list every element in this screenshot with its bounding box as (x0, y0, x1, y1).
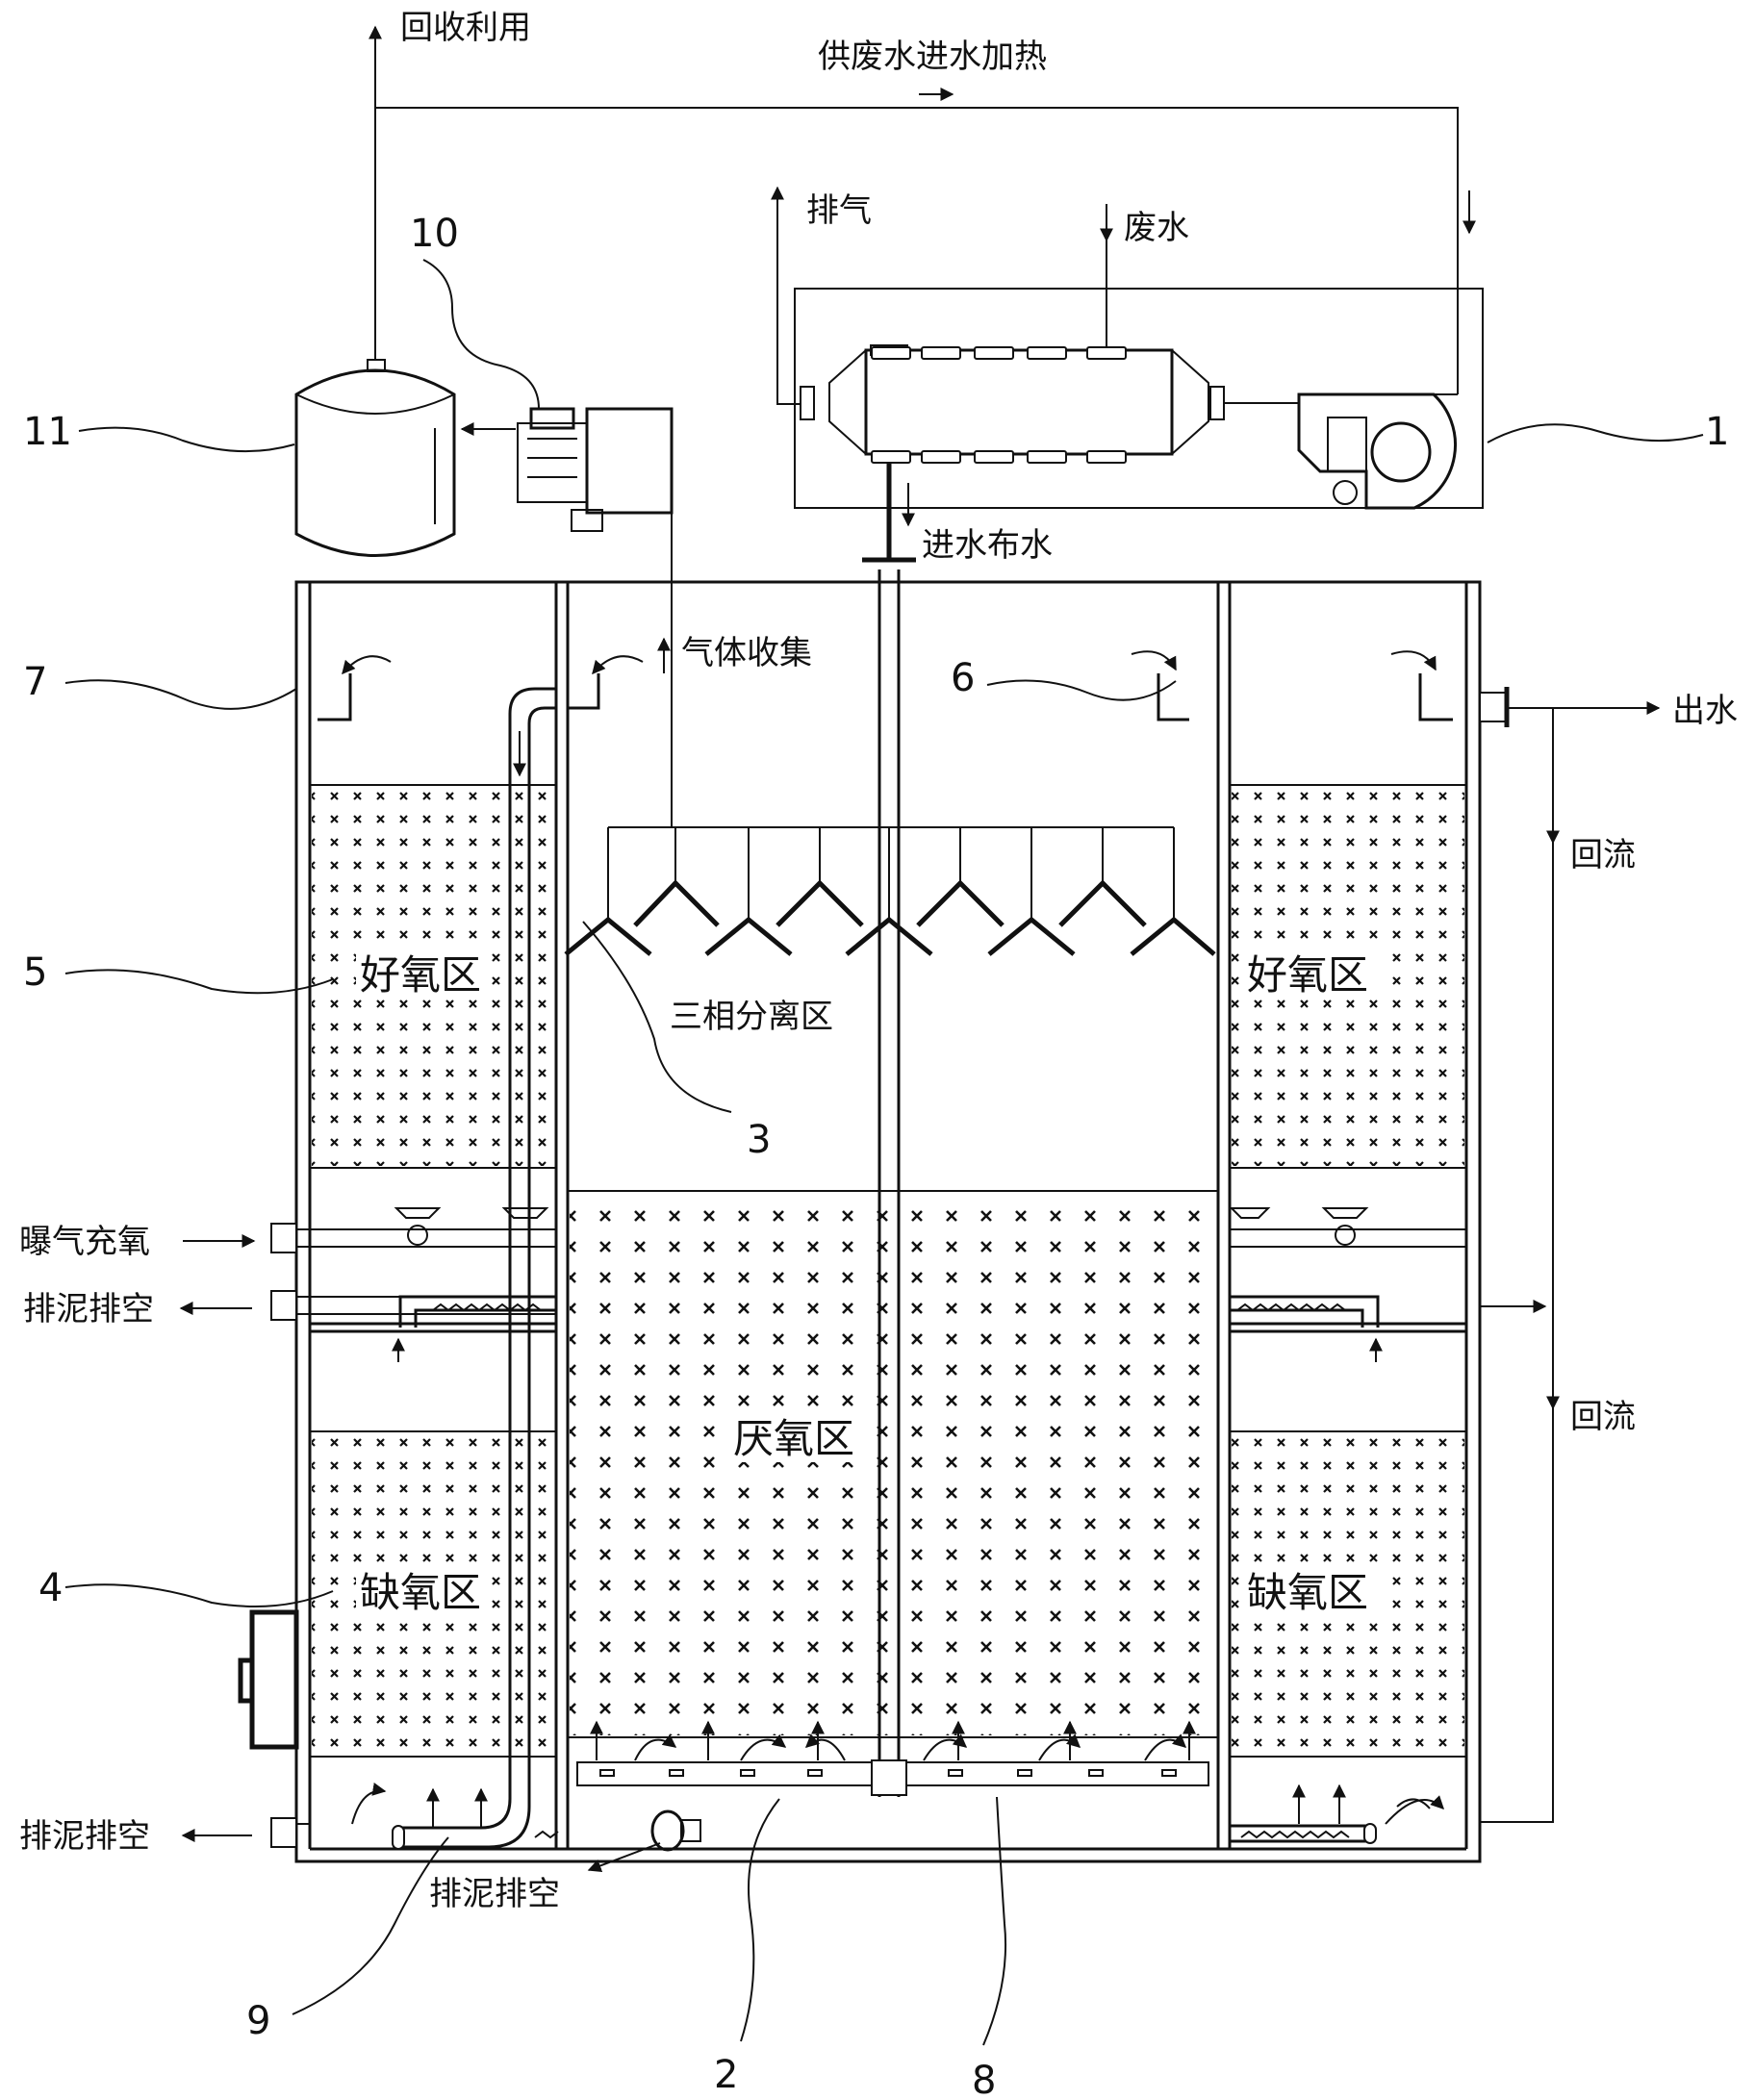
aerobic-zone-right: 好氧区 (1247, 951, 1368, 999)
anoxic-zone-left: 缺氧区 (360, 1569, 481, 1616)
label-heat-supply: 供废水进水加热 (818, 38, 1047, 76)
label-outlet: 出水 (1672, 692, 1738, 730)
gas-collection-line (607, 596, 1175, 920)
label-reflux-top: 回流 (1570, 836, 1636, 874)
gas-tank (294, 350, 456, 557)
heat-exchange-unit (771, 186, 1484, 510)
part-number-8: 8 (972, 2059, 996, 2100)
label-sludge-mid: 排泥排空 (23, 1290, 154, 1328)
riser-pipe (392, 687, 556, 1850)
part-number-6: 6 (951, 656, 975, 700)
heat-supply-pipeline (369, 25, 1476, 394)
part-number-10: 10 (410, 212, 459, 256)
part-number-1: 1 (1705, 410, 1729, 454)
part-number-4: 4 (38, 1566, 63, 1610)
sludge-pipe-bottom (181, 1783, 1444, 1848)
three-phase-separator (564, 879, 1216, 956)
sludge-valve-center (587, 1809, 701, 1873)
outlet-pipe (1479, 687, 1661, 1823)
part-number-3: 3 (747, 1118, 771, 1162)
label-gas-collection: 气体收集 (681, 634, 812, 672)
label-wastewater: 废水 (1124, 209, 1189, 247)
anoxic-zone-right: 缺氧区 (1247, 1569, 1368, 1616)
part-number-5: 5 (23, 950, 47, 995)
label-reflux-bottom: 回流 (1570, 1398, 1636, 1436)
label-inlet-distribution: 进水布水 (922, 526, 1053, 565)
leader-lines (64, 423, 1704, 2046)
label-aeration: 曝气充氧 (19, 1223, 150, 1261)
anaerobic-media (570, 1193, 1216, 1735)
reactor-tank (294, 580, 1482, 1863)
part-number-11: 11 (23, 410, 72, 454)
sludge-line-mid (179, 1290, 1383, 1362)
part-number-2: 2 (714, 2053, 738, 2097)
anaerobic-zone: 厌氧区 (733, 1415, 854, 1462)
label-sludge-bottom-center: 排泥排空 (429, 1875, 560, 1913)
part-number-7: 7 (23, 660, 47, 704)
aerobic-zone-left: 好氧区 (360, 951, 481, 999)
aeration-line (183, 1207, 1466, 1253)
three-phase-separator-zone: 三相分离区 (670, 998, 833, 1036)
weirs (318, 650, 1453, 721)
pump (422, 259, 674, 596)
distribution-pipe (576, 1720, 1209, 1796)
label-exhaust: 排气 (806, 191, 872, 230)
label-recycle: 回收利用 (400, 9, 531, 47)
manhole (238, 1609, 299, 1750)
label-sludge-bottom-left: 排泥排空 (19, 1817, 150, 1856)
part-number-9: 9 (246, 1999, 270, 2043)
